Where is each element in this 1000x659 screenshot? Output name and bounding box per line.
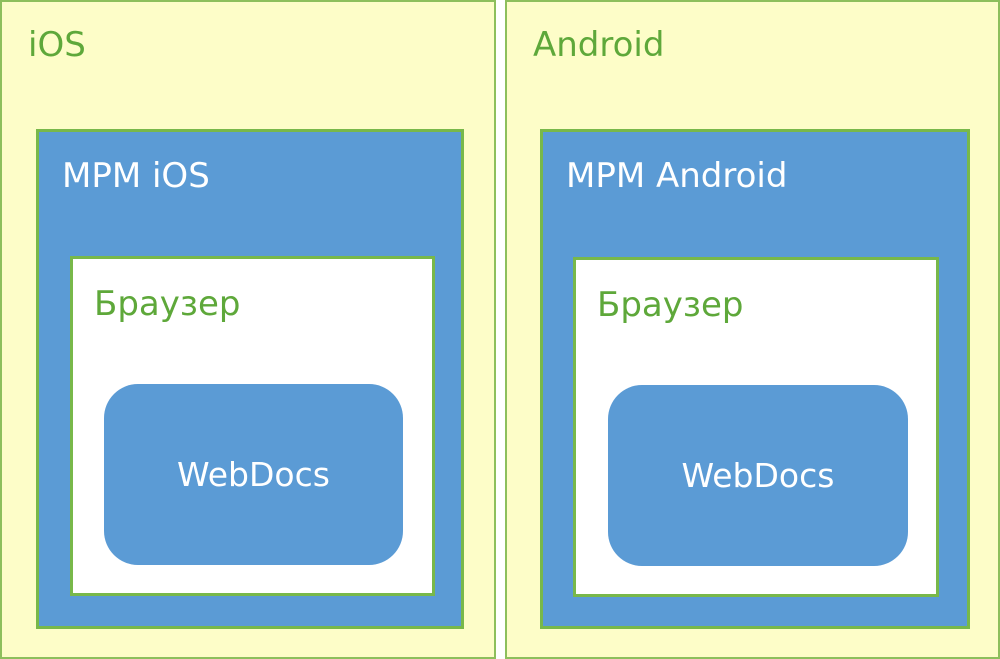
- mpm-box-android: MPM Android Браузер WebDocs: [540, 129, 970, 629]
- platform-box-ios: iOS MPM iOS Браузер WebDocs: [0, 0, 496, 659]
- webdocs-box-android: WebDocs: [608, 385, 908, 566]
- browser-label-android: Браузер: [597, 285, 744, 325]
- webdocs-label-ios: WebDocs: [177, 455, 330, 494]
- mpm-label-ios: MPM iOS: [62, 156, 210, 196]
- platform-label-android: Android: [533, 25, 665, 65]
- webdocs-box-ios: WebDocs: [104, 384, 403, 565]
- browser-box-ios: Браузер WebDocs: [70, 256, 435, 596]
- webdocs-label-android: WebDocs: [681, 456, 835, 495]
- mpm-box-ios: MPM iOS Браузер WebDocs: [36, 129, 464, 629]
- platform-box-android: Android MPM Android Браузер WebDocs: [505, 0, 1000, 659]
- mpm-label-android: MPM Android: [566, 156, 788, 196]
- browser-label-ios: Браузер: [94, 284, 241, 324]
- browser-box-android: Браузер WebDocs: [573, 257, 939, 597]
- platform-label-ios: iOS: [28, 25, 86, 65]
